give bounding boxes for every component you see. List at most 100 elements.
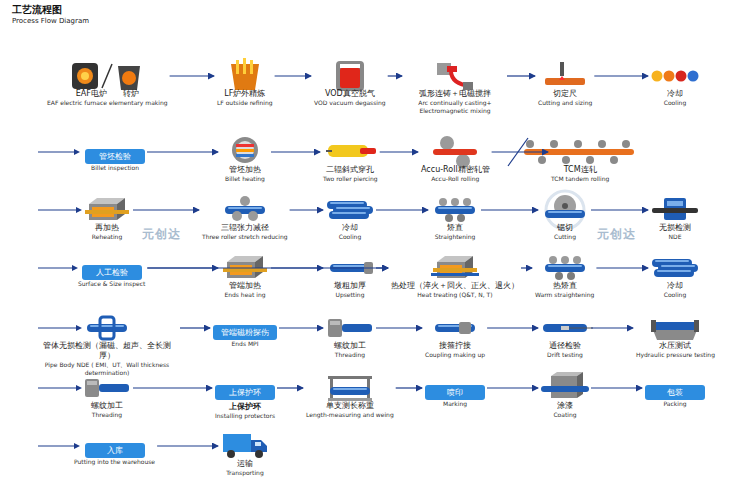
flow-arrow — [376, 209, 428, 210]
step-name-en: Cutting and sizing — [538, 99, 592, 107]
flow-arrow — [275, 75, 311, 76]
process-box: 包装Packing — [645, 380, 705, 408]
step-name-en: Hydraulic pressure testing — [636, 351, 715, 359]
flow-arrow — [521, 267, 532, 268]
process-step: EAF电炉转炉EAF electric furnace elementary m… — [47, 62, 168, 107]
blue-box: 管坯检验 — [85, 149, 145, 164]
step-name-en: Marking — [425, 400, 485, 408]
step-name: 冷却 — [326, 223, 374, 233]
watermark: 元创达 — [142, 226, 181, 243]
step-name-en: Ends heat ing — [221, 291, 269, 299]
step-name-en: Threading — [83, 411, 131, 419]
blue-box: 入库 — [85, 443, 145, 458]
step-name: 无损检测 — [651, 223, 699, 233]
process-step: 冷却Cooling — [651, 62, 699, 107]
subtitle: Process Flow Diagram — [12, 17, 89, 25]
flow-arrow — [591, 327, 633, 328]
step-name: 单支测长称重 — [306, 401, 394, 411]
process-step: 通径检验Drift testing — [541, 314, 589, 359]
step-name: 上保护环 — [215, 402, 275, 412]
step-name-en: Length-measuring and weing — [306, 411, 394, 419]
step-name-en: Accu-Roll rolling — [421, 175, 490, 183]
step-name: 锯切 — [541, 223, 589, 233]
flow-arrow — [388, 75, 402, 76]
step-name: 人工检验 — [90, 267, 134, 278]
step-name-en: LF outside refining — [217, 99, 273, 107]
blue-box: 上保护环 — [215, 385, 275, 400]
flow-arrow — [487, 327, 538, 328]
text-pair: EAF电炉转炉 — [47, 89, 168, 99]
process-box: 管端磁粉探伤Ends MPI — [213, 320, 277, 348]
process-step: 冷却Cooling — [651, 254, 699, 299]
flow-arrow — [591, 209, 648, 210]
step-name-en: Warm straightening — [535, 291, 594, 299]
step-name: 管坯加热 — [221, 165, 269, 175]
process-step: 水压测试Hydraulic pressure testing — [636, 314, 715, 359]
process-step: 三辊张力减径Three roller stretch reducing — [202, 196, 288, 241]
watermark: 元创达 — [597, 226, 636, 243]
process-step: 管端加热Ends heat ing — [221, 254, 269, 299]
step-name-en: Cutting — [541, 233, 589, 241]
step-name: VOD真空脱气 — [314, 89, 386, 99]
step-name: 再加热 — [83, 223, 131, 233]
step-name: 二辊斜式穿孔 — [323, 165, 378, 175]
blue-box: 包装 — [645, 385, 705, 400]
process-step: 管坯加热Billet heating — [221, 138, 269, 183]
process-box: 管坯检验Billet inspection — [85, 144, 145, 172]
step-name: 切定尺 — [538, 89, 592, 99]
blue-box: 管端磁粉探伤 — [213, 325, 277, 340]
step-name-en: Installing protectors — [215, 412, 275, 420]
step-name: LF炉外精炼 — [217, 89, 273, 99]
step-name-en: Threading — [326, 351, 374, 359]
step-name: 上保护环 — [223, 387, 267, 398]
step-name-en: Packing — [645, 400, 705, 408]
diagram-title: 工艺流程图 — [12, 3, 62, 17]
step-name-en: Two roller piercing — [323, 175, 378, 183]
step-name-en: NDE — [651, 233, 699, 241]
step-name-en: Heat treating (Q&T, N, T) — [391, 291, 519, 299]
process-step: 弧形连铸＋电磁搅拌Arc continually casting+ Electr… — [405, 62, 505, 114]
process-step: 再加热Reheating — [83, 196, 131, 241]
step-name: 热矫直 — [535, 281, 594, 291]
flow-arrow — [487, 387, 538, 388]
process-step: 热矫直Warm straightening — [535, 254, 594, 299]
step-name-en: Cooling — [326, 233, 374, 241]
flow-arrow — [133, 387, 212, 388]
flow-arrow — [147, 267, 388, 268]
flow-arrow — [481, 209, 538, 210]
flow-arrow — [507, 75, 535, 76]
process-step: Accu-Roll精密轧管Accu-Roll rolling — [421, 138, 490, 183]
process-step: TCM连轧TCM tandem rolling — [551, 138, 609, 183]
flow-arrow — [279, 327, 323, 328]
process-box: 人工检验Surface & Size inspect — [78, 260, 145, 288]
process-box: 入库Putting into the warehouse — [74, 438, 155, 466]
process-step: 运输Transporting — [221, 432, 269, 477]
flow-arrow — [271, 151, 320, 152]
flow-arrow — [596, 267, 648, 268]
process-step: LF炉外精炼LF outside refining — [217, 62, 273, 107]
step-name: Accu-Roll精密轧管 — [421, 165, 490, 175]
step-name: 管体无损检测（漏磁、超声、全长测厚） — [36, 341, 178, 361]
process-box: 上保护环上保护环Installing protectors — [215, 380, 275, 420]
flow-arrow — [170, 75, 214, 76]
step-name-en: Billet heating — [221, 175, 269, 183]
step-name: EAF电炉 — [76, 89, 107, 99]
step-name-en: Billet inspection — [85, 164, 145, 172]
flow-arrow — [157, 445, 218, 446]
step-name-en: EAF electric furnace elementary making — [47, 99, 168, 107]
process-step: 螺纹加工Threading — [83, 374, 131, 419]
process-step: 矫直Straightening — [431, 196, 479, 241]
step-name-en: Putting into the warehouse — [74, 458, 155, 466]
process-step: 墩粗加厚Upsetting — [326, 254, 374, 299]
step-name: 接箍拧接 — [425, 341, 485, 351]
step-name-en: Drift testing — [541, 351, 589, 359]
process-step: 管体无损检测（漏磁、超声、全长测厚）Pipe Body NDE ( EMI、UT… — [36, 314, 178, 376]
step-name: 管端加热 — [221, 281, 269, 291]
step-name-en: Three roller stretch reducing — [202, 233, 288, 241]
flow-arrow — [147, 151, 218, 152]
process-step: 螺纹加工Threading — [326, 314, 374, 359]
step-name-en: Upsetting — [326, 291, 374, 299]
process-box: 喷印Marking — [425, 380, 485, 408]
